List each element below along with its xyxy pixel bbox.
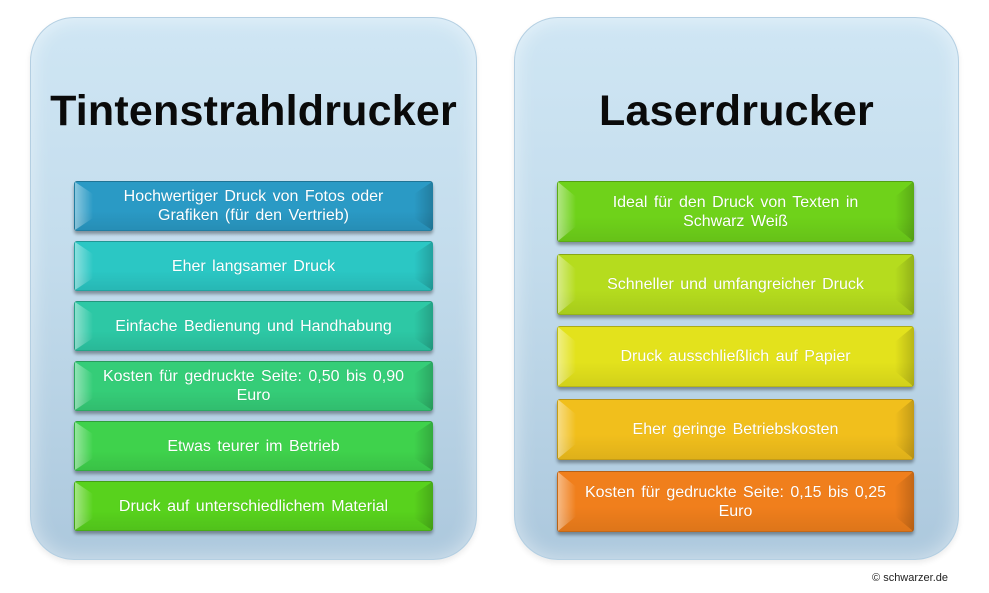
laser-item: Eher geringe Betriebskosten <box>557 398 914 460</box>
inkjet-item: Kosten für gedruckte Seite: 0,50 bis 0,9… <box>74 361 433 411</box>
inkjet-item: Etwas teurer im Betrieb <box>74 421 433 471</box>
inkjet-item: Einfache Bedienung und Handhabung <box>74 301 433 351</box>
laser-item: Schneller und umfangreicher Druck <box>557 253 914 315</box>
laser-item: Druck ausschließlich auf Papier <box>557 326 914 387</box>
laser-item: Kosten für gedruckte Seite: 0,15 bis 0,2… <box>557 471 914 532</box>
copyright-text: © schwarzer.de <box>872 572 948 584</box>
inkjet-title: Tintenstrahldrucker <box>50 87 457 135</box>
laser-item: Ideal für den Druck von Texten in Schwar… <box>557 181 914 242</box>
laser-panel: Laserdrucker Ideal für den Druck von Tex… <box>514 17 959 560</box>
inkjet-panel: Tintenstrahldrucker Hochwertiger Druck v… <box>30 17 477 560</box>
inkjet-item: Druck auf unterschiedlichem Material <box>74 481 433 531</box>
laser-title: Laserdrucker <box>599 87 874 135</box>
inkjet-item: Eher langsamer Druck <box>74 241 433 291</box>
inkjet-item: Hochwertiger Druck von Fotos oder Grafik… <box>74 181 433 231</box>
